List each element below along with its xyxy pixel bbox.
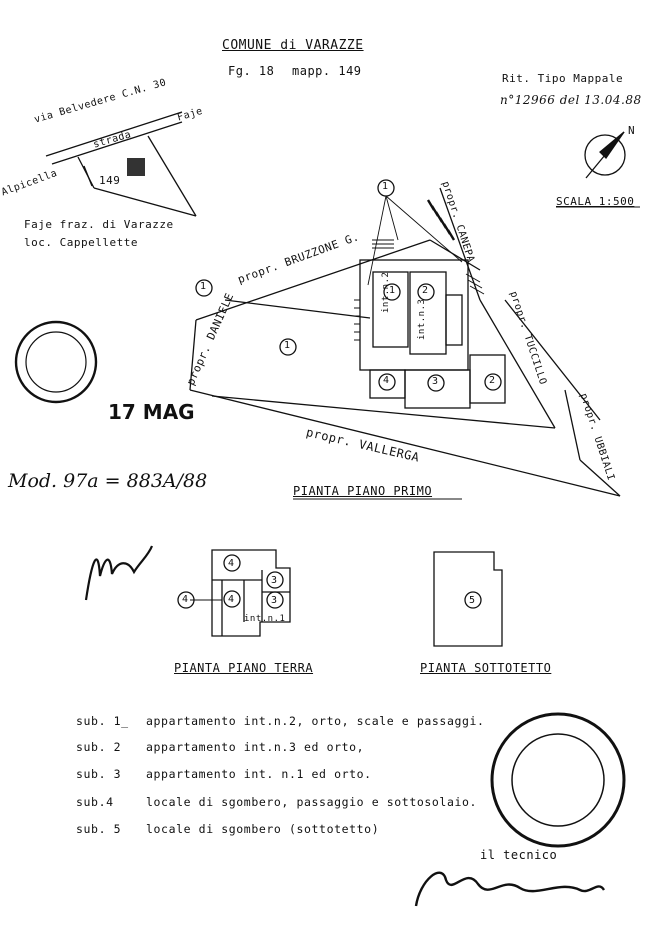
legend-sub-5-code: sub. 5 bbox=[76, 822, 122, 836]
technician-signature bbox=[414, 871, 606, 907]
gf-sub-3-bottom: 3 bbox=[271, 595, 278, 606]
legend-sub-1-text: appartamento int.n.2, orto, scale e pass… bbox=[146, 714, 485, 728]
ff-sub-1-room: 1 bbox=[389, 285, 396, 296]
comune-title: COMUNE di VARAZZE bbox=[222, 38, 364, 53]
legend-sub-2-text: appartamento int.n.3 ed orto, bbox=[146, 740, 365, 754]
gf-sub-4-mid: 4 bbox=[228, 594, 235, 605]
location-map bbox=[45, 111, 197, 217]
gf-sub-4-top: 4 bbox=[228, 558, 235, 569]
handwritten-initials bbox=[84, 545, 154, 601]
ff-sub-1-garden: 1 bbox=[200, 281, 207, 292]
first-floor-title: PIANTA PIANO PRIMO bbox=[293, 484, 433, 498]
office-stamp bbox=[14, 320, 98, 404]
place-line-2: loc. Cappellette bbox=[24, 236, 138, 249]
building-footprint bbox=[127, 158, 145, 176]
legend-sub-5-text: locale di sgombero (sottotetto) bbox=[146, 822, 380, 836]
rit-numero: n°12966 del 13.04.88 bbox=[500, 93, 642, 107]
first-floor-plan bbox=[189, 179, 621, 497]
attic-sub-5: 5 bbox=[469, 595, 476, 606]
parcel-149-label: 149 bbox=[99, 174, 121, 187]
gf-sub-4-left: 4 bbox=[182, 594, 189, 605]
college-stamp bbox=[490, 712, 626, 848]
ground-floor-title: PIANTA PIANO TERRA bbox=[174, 661, 314, 675]
legend-sub-4-text: locale di sgombero, passaggio e sottosol… bbox=[146, 795, 478, 809]
legend-sub-1-code: sub. 1_ bbox=[76, 714, 129, 728]
scala-label: SCALA 1:500 bbox=[556, 195, 635, 208]
attic-plan bbox=[433, 551, 503, 647]
ff-sub-2-garden: 2 bbox=[489, 375, 496, 386]
ff-sub-2-room: 2 bbox=[422, 285, 429, 296]
place-line-1: Faje fraz. di Varazze bbox=[24, 218, 174, 231]
received-date-stamp: 17 MAG bbox=[108, 400, 195, 424]
legend-sub-4-code: sub.4 bbox=[76, 795, 114, 809]
rit-tipo-label: Rit. Tipo Mappale bbox=[502, 72, 624, 85]
foglio-label: Fg. 18 bbox=[228, 64, 275, 78]
legend-sub-3-code: sub. 3 bbox=[76, 767, 122, 781]
gf-sub-3-top: 3 bbox=[271, 575, 278, 586]
attic-title: PIANTA SOTTOTETTO bbox=[420, 661, 552, 675]
legend-sub-3-text: appartamento int. n.1 ed orto. bbox=[146, 767, 372, 781]
ff-sub-1-large: 1 bbox=[284, 340, 291, 351]
model-reference: Mod. 97a = 883A/88 bbox=[8, 470, 208, 492]
mappale-label: mapp. 149 bbox=[292, 64, 362, 78]
int-label-n1: int.n.1 bbox=[244, 614, 286, 624]
north-letter: N bbox=[628, 124, 636, 137]
ff-sub-4: 4 bbox=[383, 375, 390, 386]
north-arrow-icon bbox=[584, 131, 626, 179]
ff-sub-1-callout: 1 bbox=[382, 181, 389, 192]
ground-floor-plan bbox=[177, 549, 291, 637]
legend-sub-2-code: sub. 2 bbox=[76, 740, 122, 754]
canepa-wall-hatch bbox=[426, 199, 456, 241]
signature-label: il tecnico bbox=[480, 848, 558, 862]
ff-sub-3: 3 bbox=[432, 376, 439, 387]
